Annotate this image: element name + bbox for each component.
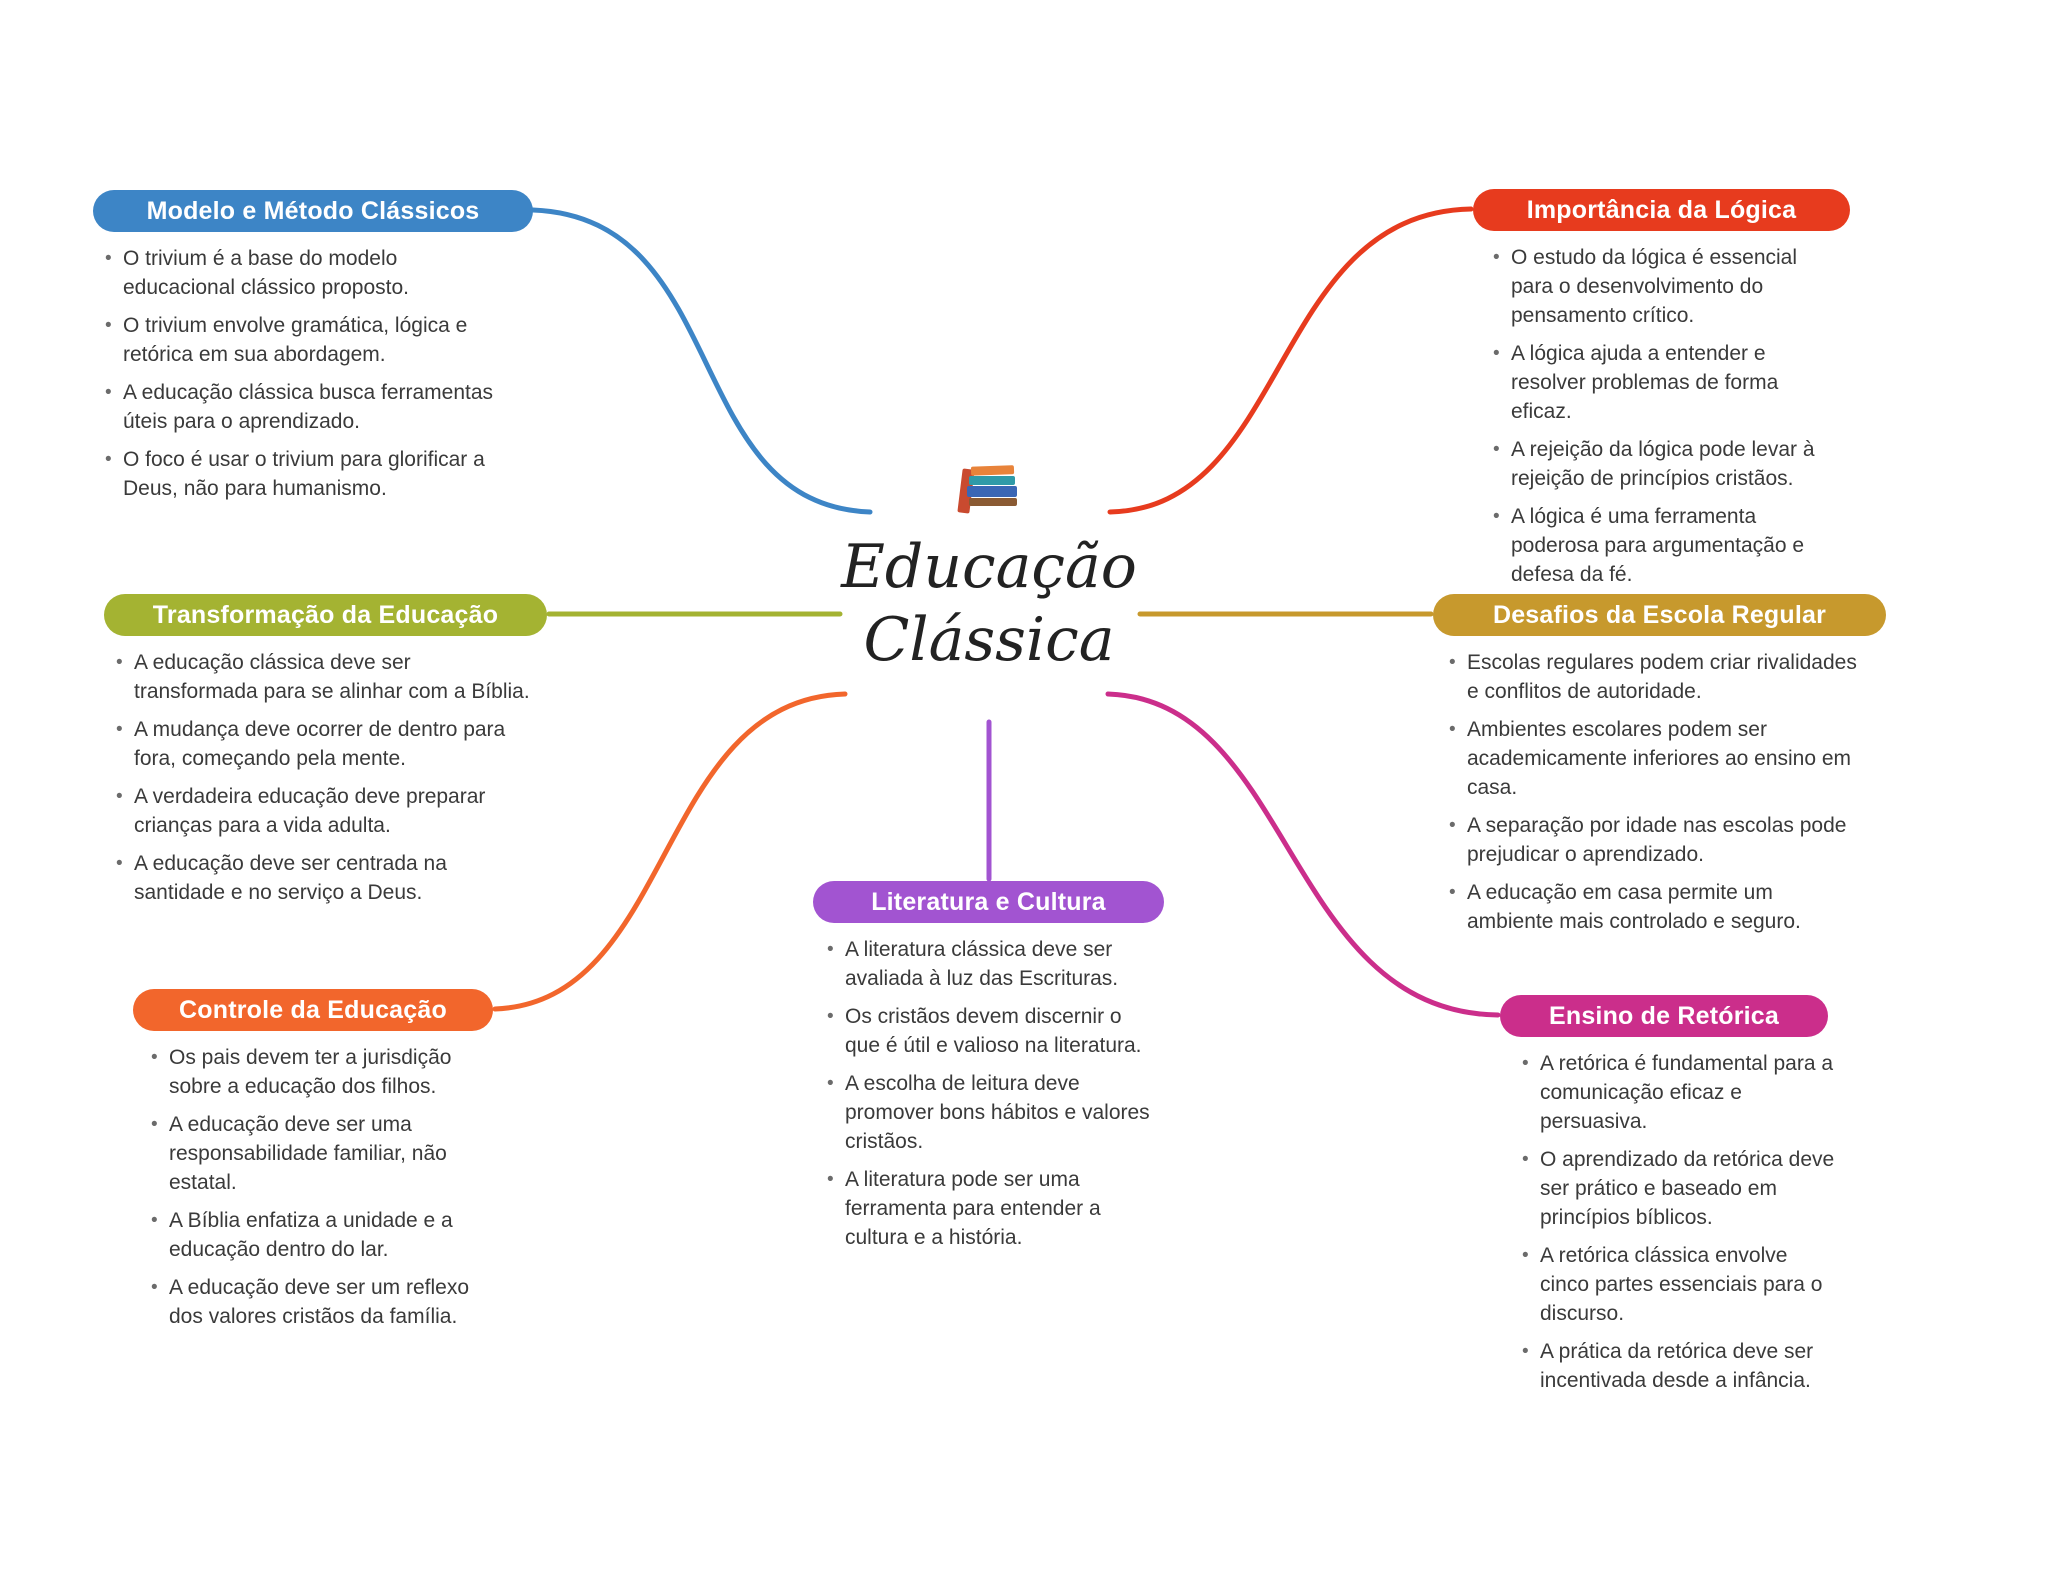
- branch-item: A Bíblia enfatiza a unidade e a educação…: [147, 1206, 497, 1264]
- branch-item: A educação deve ser um reflexo dos valor…: [147, 1273, 497, 1331]
- center-title-line1: Educação: [841, 532, 1137, 602]
- branch-item-list: A literatura clássica deve ser avaliada …: [823, 935, 1157, 1252]
- branch-item-list: Escolas regulares podem criar rivalidade…: [1445, 648, 1865, 936]
- branch-item: Os cristãos devem discernir o que é útil…: [823, 1002, 1157, 1060]
- branch-item: A rejeição da lógica pode levar à rejeiç…: [1489, 435, 1823, 493]
- branch-item: Os pais devem ter a jurisdição sobre a e…: [147, 1043, 497, 1101]
- branch-item: A literatura pode ser uma ferramenta par…: [823, 1165, 1157, 1252]
- branch-importancia-da-logica: Importância da Lógica O estudo da lógica…: [1473, 189, 1850, 598]
- branch-item: O aprendizado da retórica deve ser práti…: [1518, 1145, 1840, 1232]
- connector-modelo-metodo: [530, 207, 873, 515]
- branch-item: O estudo da lógica é essencial para o de…: [1489, 243, 1823, 330]
- branch-item: A educação em casa permite um ambiente m…: [1445, 878, 1865, 936]
- branch-item: A educação deve ser uma responsabilidade…: [147, 1110, 497, 1197]
- branch-item-list: O estudo da lógica é essencial para o de…: [1489, 243, 1823, 589]
- branch-item: A prática da retórica deve ser incentiva…: [1518, 1337, 1840, 1395]
- center-title: Educação Clássica: [839, 531, 1139, 677]
- branch-desafios-da-escola-regular: Desafios da Escola Regular Escolas regul…: [1433, 594, 1886, 945]
- branch-item: A mudança deve ocorrer de dentro para fo…: [112, 715, 532, 773]
- branch-item: A separação por idade nas escolas pode p…: [1445, 811, 1865, 869]
- center-node[interactable]: Educação Clássica: [839, 462, 1139, 677]
- books-icon: [954, 462, 1024, 525]
- branch-title-pill[interactable]: Importância da Lógica: [1473, 189, 1850, 231]
- branch-item: A lógica ajuda a entender e resolver pro…: [1489, 339, 1823, 426]
- branch-item: A escolha de leitura deve promover bons …: [823, 1069, 1157, 1156]
- branch-item: Ambientes escolares podem ser academicam…: [1445, 715, 1865, 802]
- branch-item: Escolas regulares podem criar rivalidade…: [1445, 648, 1865, 706]
- branch-title-pill[interactable]: Transformação da Educação: [104, 594, 547, 636]
- branch-item: A retórica clássica envolve cinco partes…: [1518, 1241, 1840, 1328]
- branch-item-list: Os pais devem ter a jurisdição sobre a e…: [147, 1043, 497, 1331]
- branch-title-pill[interactable]: Literatura e Cultura: [813, 881, 1164, 923]
- branch-item-list: A educação clássica deve ser transformad…: [112, 648, 532, 907]
- branch-title-pill[interactable]: Desafios da Escola Regular: [1433, 594, 1886, 636]
- branch-item: A educação deve ser centrada na santidad…: [112, 849, 532, 907]
- branch-item: A educação clássica busca ferramentas út…: [101, 378, 507, 436]
- branch-item: A verdadeira educação deve preparar cria…: [112, 782, 532, 840]
- branch-ensino-de-retorica: Ensino de Retórica A retórica é fundamen…: [1500, 995, 1834, 1404]
- branch-title-pill[interactable]: Controle da Educação: [133, 989, 493, 1031]
- branch-literatura-e-cultura: Literatura e Cultura A literatura clássi…: [813, 881, 1164, 1261]
- branch-item: A lógica é uma ferramenta poderosa para …: [1489, 502, 1823, 589]
- branch-item: O foco é usar o trivium para glorificar …: [101, 445, 507, 503]
- connector-importancia-logica: [1107, 206, 1474, 515]
- branch-item-list: A retórica é fundamental para a comunica…: [1518, 1049, 1840, 1395]
- branch-item-list: O trivium é a base do modelo educacional…: [101, 244, 507, 503]
- branch-title-pill[interactable]: Ensino de Retórica: [1500, 995, 1828, 1037]
- branch-item: O trivium envolve gramática, lógica e re…: [101, 311, 507, 369]
- branch-controle-da-educacao: Controle da Educação Os pais devem ter a…: [133, 989, 493, 1340]
- branch-item: A educação clássica deve ser transformad…: [112, 648, 532, 706]
- branch-modelo-metodo-classicos: Modelo e Método Clássicos O trivium é a …: [93, 190, 533, 512]
- center-title-line2: Clássica: [863, 605, 1115, 676]
- branch-item: A retórica é fundamental para a comunica…: [1518, 1049, 1840, 1136]
- branch-transformacao-da-educacao: Transformação da Educação A educação clá…: [104, 594, 547, 916]
- branch-item: O trivium é a base do modelo educacional…: [101, 244, 507, 302]
- connector-controle: [492, 691, 848, 1012]
- branch-item: A literatura clássica deve ser avaliada …: [823, 935, 1157, 993]
- branch-title-pill[interactable]: Modelo e Método Clássicos: [93, 190, 533, 232]
